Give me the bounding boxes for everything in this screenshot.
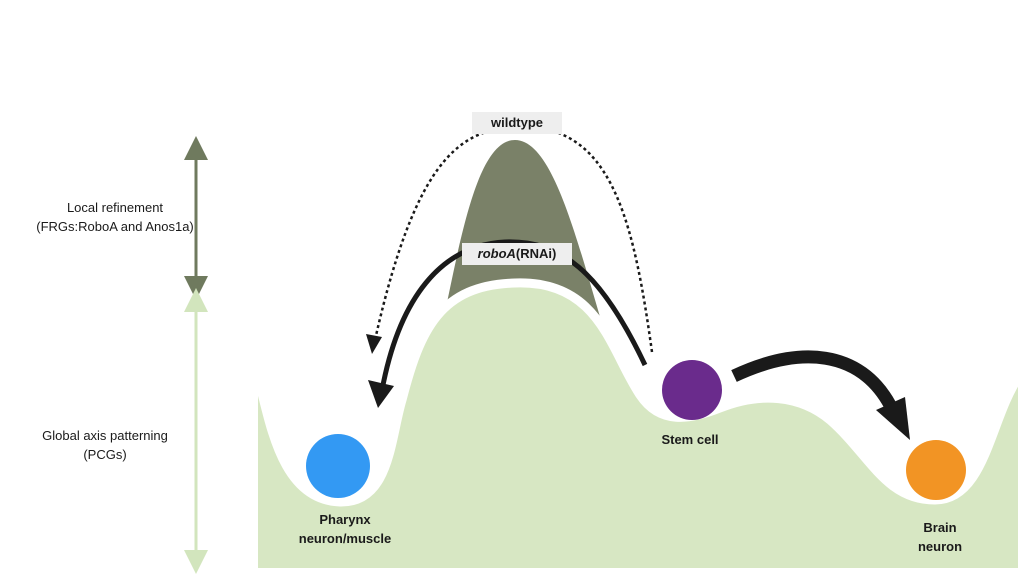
rnai-text: (RNAi) [515, 246, 557, 261]
global-patterning-label: Global axis patterning (PCGs) [15, 426, 195, 464]
stem-cell-label: Stem cell [645, 430, 735, 449]
wildtype-text: wildtype [490, 115, 543, 130]
wildtype-label: wildtype [472, 112, 562, 134]
brain-line1: Brain [923, 520, 957, 535]
brain-line2: neuron [917, 539, 963, 554]
pharynx-label: Pharynx neuron/muscle [290, 510, 400, 548]
pharynx-line1: Pharynx [319, 512, 371, 527]
global-patterning-line1: Global axis patterning [42, 428, 168, 443]
roboa-rnai-path-arrow [368, 239, 648, 408]
local-refinement-label: Local refinement (FRGs:RoboA and Anos1a) [20, 198, 210, 236]
roboa-rnai-label: roboA(RNAi) [462, 243, 572, 265]
brain-neuron-label: Brain neuron [905, 518, 975, 556]
stem-cell-ball [662, 360, 722, 420]
stem-cell-text: Stem cell [661, 432, 719, 447]
global-patterning-line2: (PCGs) [83, 447, 127, 462]
green-landscape [258, 282, 1018, 568]
roboa-italic-text: roboA [477, 246, 516, 261]
pharynx-cell-ball [306, 434, 370, 498]
brain-differentiation-arrow [731, 350, 910, 440]
pharynx-line2: neuron/muscle [298, 531, 392, 546]
local-refinement-line1: Local refinement [66, 200, 164, 215]
wildtype-path-arrow [366, 125, 654, 354]
global-patterning-arrow [184, 288, 208, 574]
local-refinement-line2: (FRGs:RoboA and Anos1a) [36, 219, 194, 234]
brain-cell-ball [906, 440, 966, 500]
landscape-outline [253, 278, 1022, 507]
